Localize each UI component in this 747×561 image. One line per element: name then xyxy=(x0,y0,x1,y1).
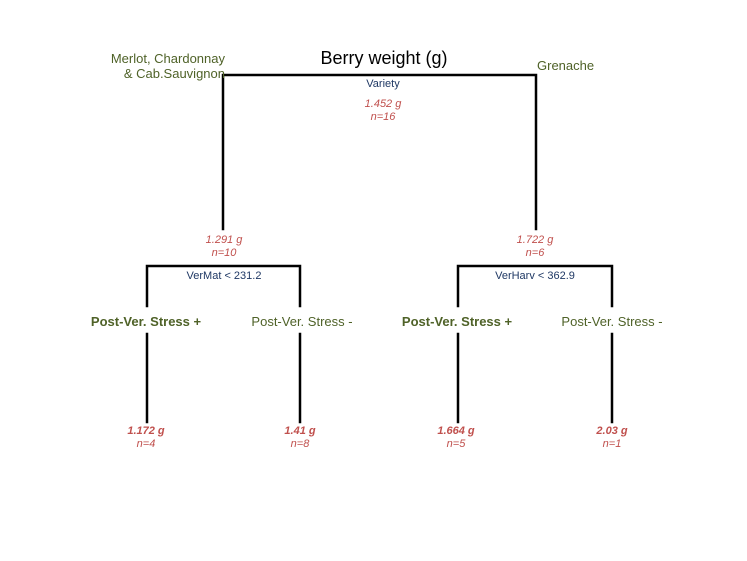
right-split-connector xyxy=(456,264,614,308)
left-node-mean: 1.291 g xyxy=(205,234,243,246)
root-mean: 1.452 g xyxy=(364,98,402,110)
leaf-3-count: n=5 xyxy=(446,437,466,450)
root-left-branch-label: Merlot, Chardonnay & Cab.Sauvignon xyxy=(110,51,225,82)
right-node-left-condition: Post-Ver. Stress + xyxy=(401,314,513,329)
leaf-1: 1.172 g n=4 xyxy=(127,425,164,450)
left-node-left-condition: Post-Ver. Stress + xyxy=(90,314,202,329)
root-count: n=16 xyxy=(370,110,396,123)
left-split-connector xyxy=(145,264,302,308)
leaf-1-mean: 1.172 g xyxy=(127,425,165,437)
left-node-right-condition: Post-Ver. Stress - xyxy=(251,314,353,329)
left-node-split-label: VerMat < 231.2 xyxy=(186,270,262,282)
leaf-4-count: n=1 xyxy=(602,437,622,450)
right-node-right-condition: Post-Ver. Stress - xyxy=(561,314,663,329)
leaf-2-mean: 1.41 g xyxy=(284,425,316,437)
leaf-4-mean: 2.03 g xyxy=(596,425,628,437)
right-node-value: 1.722 g n=6 xyxy=(517,234,554,259)
left-node-value: 1.291 g n=10 xyxy=(206,234,243,259)
right-node-split-label: VerHarv < 362.9 xyxy=(495,270,575,282)
root-split-label: Variety xyxy=(366,78,400,90)
right-node-count: n=6 xyxy=(525,246,545,259)
leaf-2-count: n=8 xyxy=(290,437,310,450)
root-right-branch-label: Grenache xyxy=(537,58,595,73)
right-node-mean: 1.722 g xyxy=(516,234,554,246)
left-node-count: n=10 xyxy=(211,246,237,259)
leaf-3: 1.664 g n=5 xyxy=(437,425,474,450)
leaf-1-count: n=4 xyxy=(136,437,156,450)
leaf-4: 2.03 g n=1 xyxy=(596,425,627,450)
root-left-branch-line-1: Merlot, Chardonnay xyxy=(110,51,225,66)
leaf-2: 1.41 g n=8 xyxy=(284,425,315,450)
root-connector xyxy=(221,73,538,231)
diagram-title: Berry weight (g) xyxy=(320,48,448,68)
root-left-branch-line-2: & Cab.Sauvignon xyxy=(123,65,225,81)
leaf-3-mean: 1.664 g xyxy=(437,425,475,437)
root-node-value: 1.452 g n=16 xyxy=(365,98,402,123)
